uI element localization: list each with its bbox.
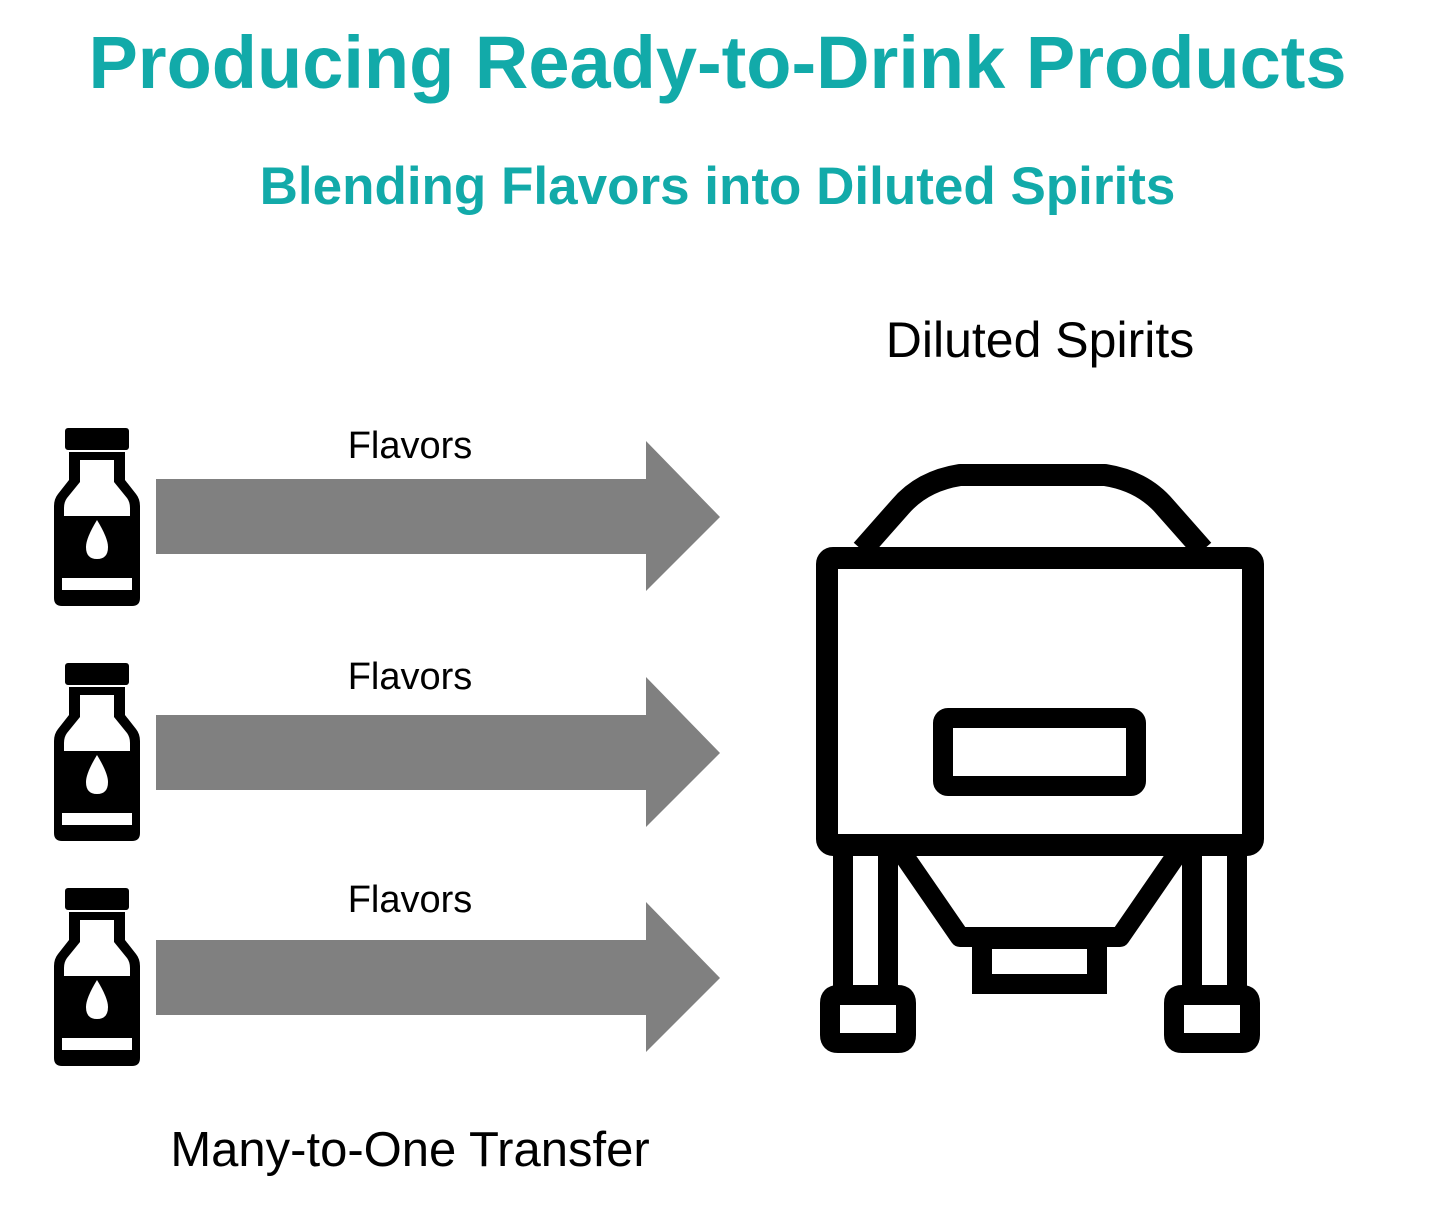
flavor-bottle-icon (54, 663, 140, 841)
page-title: Producing Ready-to-Drink Products (88, 21, 1347, 104)
flow-row: Flavors (0, 655, 740, 845)
target-label: Diluted Spirits (885, 312, 1195, 368)
flow-label: Flavors (347, 879, 473, 921)
flavor-bottle-icon (54, 888, 140, 1066)
flow-arrow (156, 441, 720, 591)
flow-arrow (156, 902, 720, 1052)
flavor-bottle-icon (54, 428, 140, 606)
tank-icon (816, 464, 1264, 1053)
footer-label: Many-to-One Transfer (170, 1123, 650, 1177)
flow-row: Flavors (0, 879, 740, 1070)
flow-label: Flavors (347, 656, 473, 698)
flow-label: Flavors (347, 425, 473, 467)
flow-arrow (156, 677, 720, 827)
flow-row: Flavors (0, 420, 740, 610)
page-subtitle: Blending Flavors into Diluted Spirits (259, 157, 1176, 216)
